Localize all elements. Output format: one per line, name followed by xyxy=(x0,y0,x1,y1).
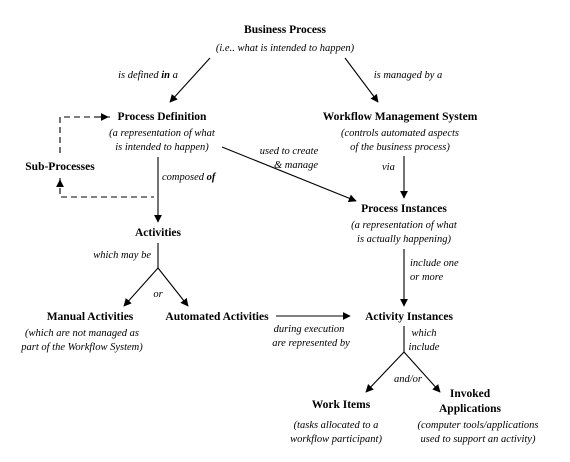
label-or-more: or more xyxy=(410,272,443,283)
work-items-desc-1: (tasks allocated to a xyxy=(294,420,379,431)
label-used-to-create-1: used to create xyxy=(260,146,319,157)
process-instances-desc-1: (a representation of what xyxy=(351,220,458,231)
manual-activities-desc-1: (which are not managed as xyxy=(25,328,139,339)
node-process-instances: Process Instances (a representation of w… xyxy=(351,203,458,245)
invoked-applications-title-2: Applications xyxy=(439,403,502,415)
process-definition-desc-2: is intended to happen) xyxy=(115,142,209,153)
wfms-desc-2: of the business process) xyxy=(350,142,450,153)
arrow-bp-to-pd xyxy=(169,57,211,103)
label-composed-of: composed of xyxy=(162,172,217,183)
label-are-represented-by: are represented by xyxy=(272,338,350,349)
node-work-items: Work Items (tasks allocated to a workflo… xyxy=(290,399,382,445)
activity-instances-title: Activity Instances xyxy=(365,311,453,323)
work-items-desc-2: workflow participant) xyxy=(290,434,382,445)
invoked-applications-desc-1: (computer tools/applications xyxy=(417,420,538,431)
process-instances-title: Process Instances xyxy=(361,203,447,215)
dashed-line-pd-to-subprocesses xyxy=(59,116,110,157)
node-process-definition: Process Definition (a representation of … xyxy=(109,111,216,153)
automated-activities-title: Automated Activities xyxy=(165,311,269,323)
label-include: include xyxy=(409,342,440,353)
arrow-bp-to-wfms xyxy=(344,57,379,103)
process-definition-title: Process Definition xyxy=(118,111,208,123)
sub-processes-title: Sub-Processes xyxy=(25,161,95,173)
arrow-to-work-items xyxy=(365,351,405,393)
label-and-or: and/or xyxy=(394,374,423,385)
work-items-title: Work Items xyxy=(312,399,371,411)
arrow-to-manual-activities xyxy=(123,267,159,307)
label-or: or xyxy=(153,289,163,300)
invoked-applications-desc-2: used to support an activity) xyxy=(421,434,536,445)
label-via: via xyxy=(382,162,395,173)
manual-activities-desc-2: part of the Workflow System) xyxy=(20,342,143,353)
label-which: which xyxy=(411,328,436,339)
label-is-defined-in: is defined in a xyxy=(118,70,178,81)
invoked-applications-title-1: Invoked xyxy=(450,388,491,400)
wfms-desc-1: (controls automated aspects xyxy=(341,128,459,139)
label-include-one: include one xyxy=(410,258,459,269)
arrow-to-invoked-applications xyxy=(403,351,441,393)
label-which-may-be: which may be xyxy=(93,250,151,261)
label-is-managed-by: is managed by a xyxy=(374,70,443,81)
arrow-to-automated-activities xyxy=(157,267,189,307)
node-business-process: Business Process (i.e.. what is intended… xyxy=(216,24,355,54)
label-used-to-create-2: & manage xyxy=(274,160,318,171)
node-workflow-management-system: Workflow Management System (controls aut… xyxy=(323,111,478,153)
activities-title: Activities xyxy=(135,227,182,239)
node-invoked-applications: Invoked Applications (computer tools/app… xyxy=(417,388,538,445)
manual-activities-title: Manual Activities xyxy=(47,311,134,323)
label-during-execution: during execution xyxy=(274,324,345,335)
process-definition-desc-1: (a representation of what xyxy=(109,128,216,139)
wfms-title: Workflow Management System xyxy=(323,111,478,123)
dashed-line-subprocesses-to-pd xyxy=(59,178,154,198)
business-process-desc: (i.e.. what is intended to happen) xyxy=(216,43,355,54)
business-process-title: Business Process xyxy=(244,24,326,36)
process-instances-desc-2: is actually happening) xyxy=(357,234,451,245)
arrow-pd-to-process-instances xyxy=(221,146,357,203)
node-manual-activities: Manual Activities (which are not managed… xyxy=(20,311,143,353)
